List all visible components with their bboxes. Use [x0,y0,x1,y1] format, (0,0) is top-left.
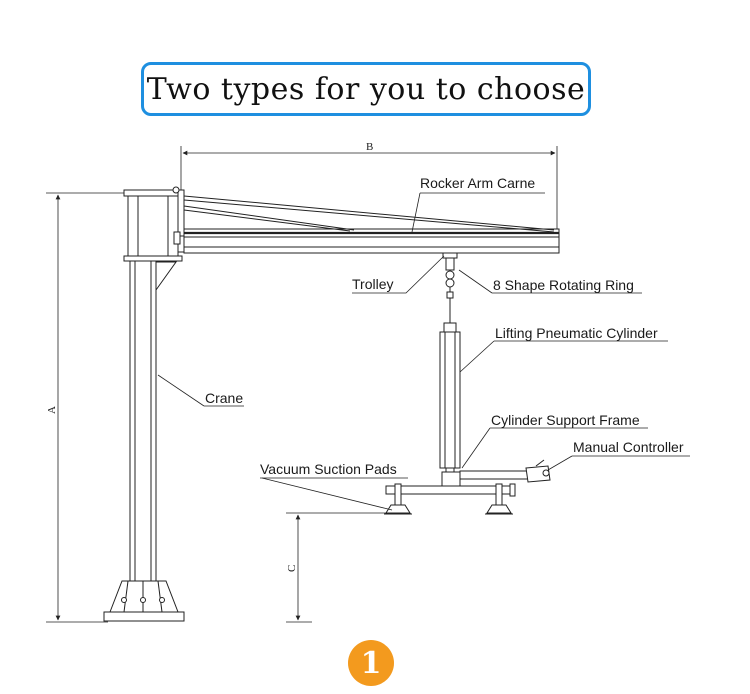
dimension-a-label: A [46,406,58,414]
label-lifting-cylinder: Lifting Pneumatic Cylinder [495,325,658,341]
dimension-b-label: B [366,141,373,153]
suction-assembly [384,483,516,515]
label-crane: Crane [205,390,243,406]
label-manual-controller: Manual Controller [573,439,684,455]
label-support-frame: Cylinder Support Frame [491,412,640,428]
page-title: Two types for you to choose [146,71,586,107]
rocker-arm [172,186,560,254]
leader-lines [157,192,690,511]
crane-column [103,189,185,622]
step-number: 1 [360,645,382,681]
dimension-c [286,512,392,623]
step-number-badge: 1 [348,640,394,686]
label-vacuum-pads: Vacuum Suction Pads [260,461,397,477]
label-rotating-ring: 8 Shape Rotating Ring [493,277,634,293]
title-box: Two types for you to choose [141,62,591,116]
dimension-a [46,192,128,623]
label-rocker-arm: Rocker Arm Carne [420,175,535,191]
dimension-c-label: C [286,565,298,572]
label-trolley: Trolley [352,276,394,292]
lifting-cylinder [439,322,461,477]
support-frame [441,459,551,489]
dimension-b [180,146,558,232]
trolley [442,252,458,323]
